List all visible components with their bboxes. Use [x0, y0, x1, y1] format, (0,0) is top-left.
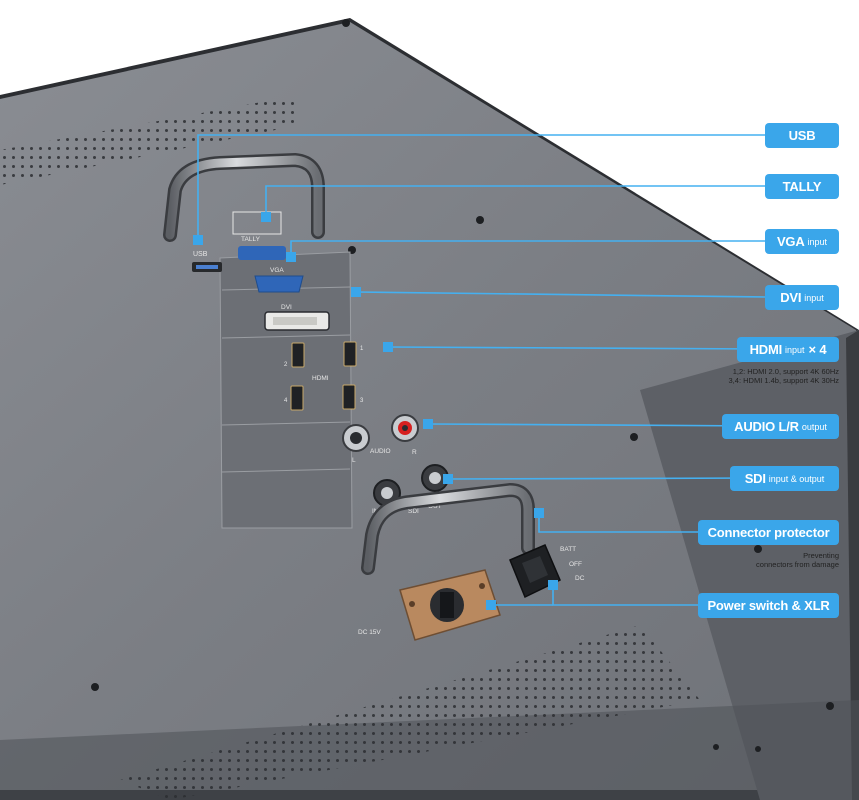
protector-callout: Connector protector [698, 520, 839, 545]
hdmi-callout-multiplier: × 4 [808, 342, 827, 357]
vga-panel-label: VGA [270, 267, 284, 274]
power-callout-title: Power switch & XLR [707, 598, 830, 613]
usb-port: USB [192, 251, 222, 272]
tally-panel-label: TALLY [241, 236, 261, 243]
dc15v-label: DC 15V [358, 629, 381, 636]
usb-callout: USB [765, 123, 839, 148]
protector-note: Preventing connectors from damage [756, 551, 839, 569]
audio-rca-ports: AUDIO L R [342, 414, 419, 464]
vent-grid-top-left [0, 95, 300, 185]
usb-panel-label: USB [193, 251, 208, 258]
dvi-callout: DVI input [765, 285, 839, 310]
hdmi-callout-sub: input [785, 344, 805, 355]
hdmi-note: 1,2: HDMI 2.0, support 4K 60Hz 3,4: HDMI… [729, 367, 839, 385]
leader-lines [197, 134, 766, 606]
power-switch: BATT OFF DC [509, 544, 585, 599]
usb-callout-title: USB [788, 128, 816, 143]
sdi-callout-title: SDI [744, 471, 766, 486]
audio-l-label: L [352, 457, 356, 464]
vga-callout: VGA input [765, 229, 839, 254]
protector-note-line1: Preventing [803, 551, 839, 560]
hdmi-port-number: 1 [360, 346, 364, 352]
screws [91, 19, 834, 752]
vent-grid-bottom [120, 625, 700, 800]
hdmi-port-number: 4 [284, 398, 288, 404]
dvi-callout-sub: input [804, 292, 824, 303]
xlr-power-input: DC 15V [358, 569, 501, 641]
vga-callout-sub: input [807, 236, 828, 247]
audio-callout-title: AUDIO L/R [734, 419, 799, 434]
off-label: OFF [569, 561, 582, 568]
lower-handle [361, 482, 535, 575]
audio-panel-label: AUDIO [370, 448, 391, 455]
sdi-callout: SDI input & output [730, 466, 839, 491]
protector-note-line2: connectors from damage [756, 560, 839, 569]
monitor-chassis [0, 18, 859, 800]
dvi-panel-label: DVI [281, 304, 292, 311]
hdmi-ports: HDMI 2 1 4 3 [284, 341, 364, 411]
top-handle [163, 152, 325, 242]
tally-callout-title: TALLY [782, 179, 822, 194]
dvi-callout-title: DVI [780, 290, 802, 305]
audio-callout: AUDIO L/R output [722, 414, 839, 439]
hdmi-callout-title: HDMI [749, 342, 783, 357]
hdmi-note-line1: 1,2: HDMI 2.0, support 4K 60Hz [732, 367, 839, 376]
tally-connector: TALLY [232, 211, 286, 260]
connector-plate [219, 251, 353, 529]
hdmi-port-number: 2 [284, 362, 288, 368]
hdmi-note-line2: 3,4: HDMI 1.4b, support 4K 30Hz [728, 376, 839, 385]
protector-callout-title: Connector protector [707, 525, 830, 540]
vga-port: VGA [254, 267, 304, 293]
hdmi-port-number: 3 [360, 398, 364, 404]
tally-callout: TALLY [765, 174, 839, 199]
hdmi-callout: HDMI input × 4 [737, 337, 839, 362]
batt-label: BATT [560, 546, 576, 553]
hdmi-panel-label: HDMI [312, 375, 329, 382]
audio-r-label: R [412, 449, 417, 456]
audio-callout-sub: output [801, 421, 827, 432]
power-callout: Power switch & XLR [698, 593, 839, 618]
sdi-out-label: OUT [428, 503, 442, 510]
dvi-port: DVI [264, 304, 330, 331]
leader-markers [193, 212, 558, 610]
dc-label: DC [575, 575, 585, 582]
sdi-callout-sub: input & output [768, 473, 825, 484]
sdi-panel-label: SDI [408, 508, 419, 515]
vga-callout-title: VGA [776, 234, 805, 249]
